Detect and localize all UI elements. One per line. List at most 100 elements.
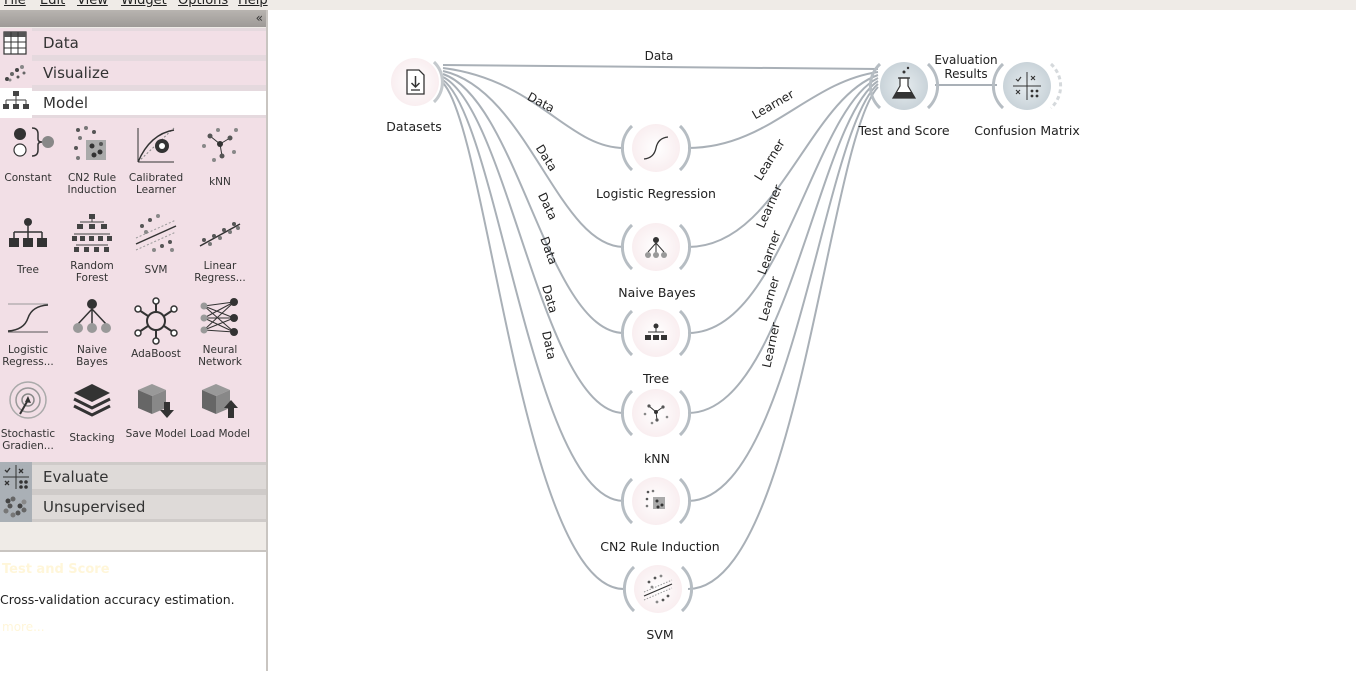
label-link-data-4: Data <box>537 235 560 267</box>
widget-constant-label: Constant <box>4 172 52 184</box>
link-datasets-tree[interactable] <box>442 73 625 334</box>
random-forest-icon <box>72 214 112 252</box>
scatter-icon <box>0 58 32 88</box>
link-tree-test[interactable] <box>687 77 879 334</box>
node-confusion-matrix[interactable] <box>991 62 1063 110</box>
category-model[interactable]: Model <box>0 88 266 118</box>
widget-logistic-regression[interactable]: Logistic Regress... <box>0 294 60 378</box>
knn-icon <box>202 128 238 162</box>
knn-node-icon <box>643 404 669 425</box>
description-more-link[interactable]: more... <box>2 620 45 634</box>
node-confusion-label: Confusion Matrix <box>974 123 1080 138</box>
description-title: Test and Score <box>2 562 110 577</box>
widget-stacking[interactable]: Stacking <box>60 378 124 462</box>
node-naive-bayes[interactable] <box>620 223 692 271</box>
category-visualize[interactable]: Visualize <box>0 58 266 88</box>
label-link-data-3: Data <box>535 190 560 222</box>
widget-svm[interactable]: SVM <box>124 210 188 294</box>
widget-knn[interactable]: kNN <box>188 122 252 206</box>
widget-constant[interactable]: Constant <box>0 122 60 206</box>
node-knn[interactable] <box>620 389 692 437</box>
link-datasets-logistic[interactable] <box>442 67 625 149</box>
widget-description-panel: Test and Score Cross-validation accuracy… <box>0 550 266 683</box>
link-naive-test[interactable] <box>687 74 879 248</box>
widget-svm-label: SVM <box>144 264 168 276</box>
naive-bayes-node-icon <box>645 237 667 258</box>
label-link-data-6: Data <box>539 330 559 361</box>
category-evaluate[interactable]: Evaluate <box>0 462 266 492</box>
widget-random-forest[interactable]: Random Forest <box>60 210 124 294</box>
widget-stochastic-gradient[interactable]: Stochastic Gradien... <box>0 378 60 462</box>
description-text: Cross-validation accuracy estimation. <box>0 592 235 607</box>
category-unsupervised[interactable]: Unsupervised <box>0 492 266 522</box>
widget-random-forest-label: Random Forest <box>70 260 114 284</box>
node-cn2-label: CN2 Rule Induction <box>600 539 720 554</box>
linear-regression-icon <box>199 222 241 247</box>
widget-load-model-label: Load Model <box>189 428 251 440</box>
widget-knn-label: kNN <box>209 176 231 188</box>
node-tree[interactable] <box>620 309 692 357</box>
widget-stacking-label: Stacking <box>69 432 115 444</box>
naive-bayes-icon <box>73 299 111 333</box>
menu-options[interactable]: Options <box>178 0 229 8</box>
evaluate-icon <box>0 462 32 492</box>
widget-cn2-rule-induction[interactable]: CN2 Rule Induction <box>60 122 124 206</box>
widget-naive-bayes-label: Naive Bayes <box>76 344 108 368</box>
collapse-chevron-icon[interactable]: « <box>255 11 263 25</box>
widget-toolbox: « Data Visualize <box>0 10 268 683</box>
link-datasets-test[interactable] <box>442 64 879 70</box>
workflow-canvas[interactable]: Data Data Data Data Data Data Data Learn… <box>268 10 1356 671</box>
stacking-icon <box>73 384 111 417</box>
widget-load-model[interactable]: Load Model <box>188 378 252 462</box>
menu-file[interactable]: File <box>4 0 26 8</box>
menu-edit[interactable]: Edit <box>40 0 66 8</box>
link-datasets-cn2[interactable] <box>442 79 625 502</box>
category-visualize-label: Visualize <box>43 64 110 82</box>
menu-widget[interactable]: Widget <box>121 0 167 8</box>
node-cn2-rule-induction[interactable] <box>620 477 692 525</box>
file-download-icon <box>406 69 425 95</box>
link-cn2-test[interactable] <box>687 83 879 502</box>
menu-view[interactable]: View <box>77 0 108 8</box>
cn2-node-icon <box>645 489 665 509</box>
save-model-icon <box>138 384 174 418</box>
node-logistic-label: Logistic Regression <box>596 186 716 201</box>
node-logistic-regression[interactable] <box>620 124 692 172</box>
constant-icon <box>13 127 54 157</box>
widget-calibrated-learner[interactable]: Calibrated Learner <box>124 122 188 206</box>
flask-icon <box>891 66 917 99</box>
link-datasets-knn[interactable] <box>442 76 625 414</box>
label-link-learner-1: Learner <box>750 87 797 122</box>
label-link-eval-line1: Evaluation <box>934 53 997 67</box>
widget-naive-bayes[interactable]: Naive Bayes <box>60 294 124 378</box>
toolbox-collapse-bar[interactable]: « <box>0 10 266 27</box>
node-naive-label: Naive Bayes <box>618 285 696 300</box>
link-datasets-svm[interactable] <box>442 82 625 590</box>
widget-linear-regression[interactable]: Linear Regress... <box>188 210 252 294</box>
logistic-curve-icon <box>643 136 669 160</box>
widget-adaboost[interactable]: AdaBoost <box>124 294 188 378</box>
widget-logistic-regression-label: Logistic Regress... <box>2 344 54 368</box>
link-svm-test[interactable] <box>687 86 879 590</box>
calibrated-learner-icon <box>137 127 175 163</box>
link-datasets-naive[interactable] <box>442 70 625 248</box>
widget-tree[interactable]: Tree <box>0 210 60 294</box>
category-data[interactable]: Data <box>0 28 266 58</box>
load-model-icon <box>202 384 238 418</box>
svm-node-icon <box>643 574 673 604</box>
widget-save-model[interactable]: Save Model <box>124 378 188 462</box>
node-test-and-score[interactable] <box>868 62 940 110</box>
menu-help[interactable]: Help <box>238 0 268 8</box>
link-knn-test[interactable] <box>687 80 879 414</box>
category-model-label: Model <box>43 94 89 112</box>
node-svm[interactable] <box>622 565 694 613</box>
widget-neural-network[interactable]: Neural Network <box>188 294 252 378</box>
category-data-label: Data <box>43 34 79 52</box>
category-unsupervised-label: Unsupervised <box>43 498 146 516</box>
widget-neural-network-label: Neural Network <box>198 344 242 368</box>
node-datasets[interactable] <box>386 58 444 106</box>
logistic-regression-icon <box>7 303 49 333</box>
node-test-label: Test and Score <box>858 123 950 138</box>
link-logistic-test[interactable] <box>687 71 879 149</box>
label-link-data-2: Data <box>533 142 560 174</box>
